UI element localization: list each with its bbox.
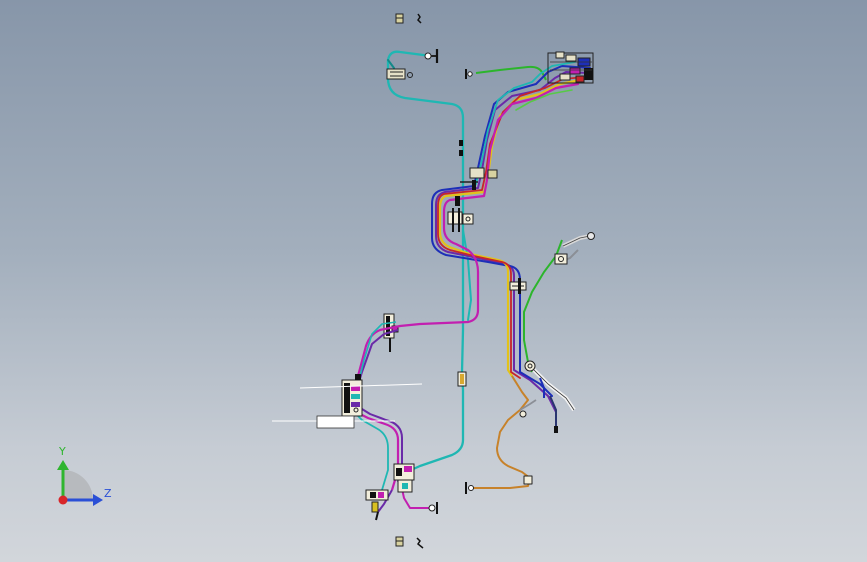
green-pipe-top — [465, 65, 547, 81]
x-axis-dot — [58, 495, 68, 505]
top-right-manifold-block — [547, 51, 594, 84]
right-lower-fitting — [524, 360, 576, 433]
orange-pipe-lower — [465, 375, 537, 494]
cyan-top-clip — [459, 140, 463, 156]
right-pipe-clamp — [509, 278, 527, 294]
bottom-fitting-group — [395, 536, 424, 549]
left-manifold-block — [341, 374, 363, 417]
top-fitting-group — [395, 13, 422, 24]
triad-plane-indicator — [63, 470, 93, 500]
middle-pipe-clamp — [447, 196, 474, 232]
cyan-pipe-run — [386, 50, 472, 477]
green-pipe-right-branch — [523, 232, 595, 373]
left-upper-clamp — [383, 313, 399, 352]
top-left-clamp — [386, 49, 439, 80]
main-hose-bundle — [398, 61, 591, 429]
y-axis-label: Y — [58, 445, 66, 458]
coordinate-triad: Y Z — [57, 445, 112, 506]
left-hose-bundle — [350, 321, 432, 513]
cyan-inline-fitting — [457, 371, 467, 387]
z-axis-label: Z — [104, 487, 112, 500]
annotation-tag[interactable] — [316, 415, 355, 429]
annotation-leaders — [272, 383, 423, 429]
bottom-left-valve-cluster — [365, 463, 438, 521]
upper-pipe-clamp — [460, 167, 498, 190]
